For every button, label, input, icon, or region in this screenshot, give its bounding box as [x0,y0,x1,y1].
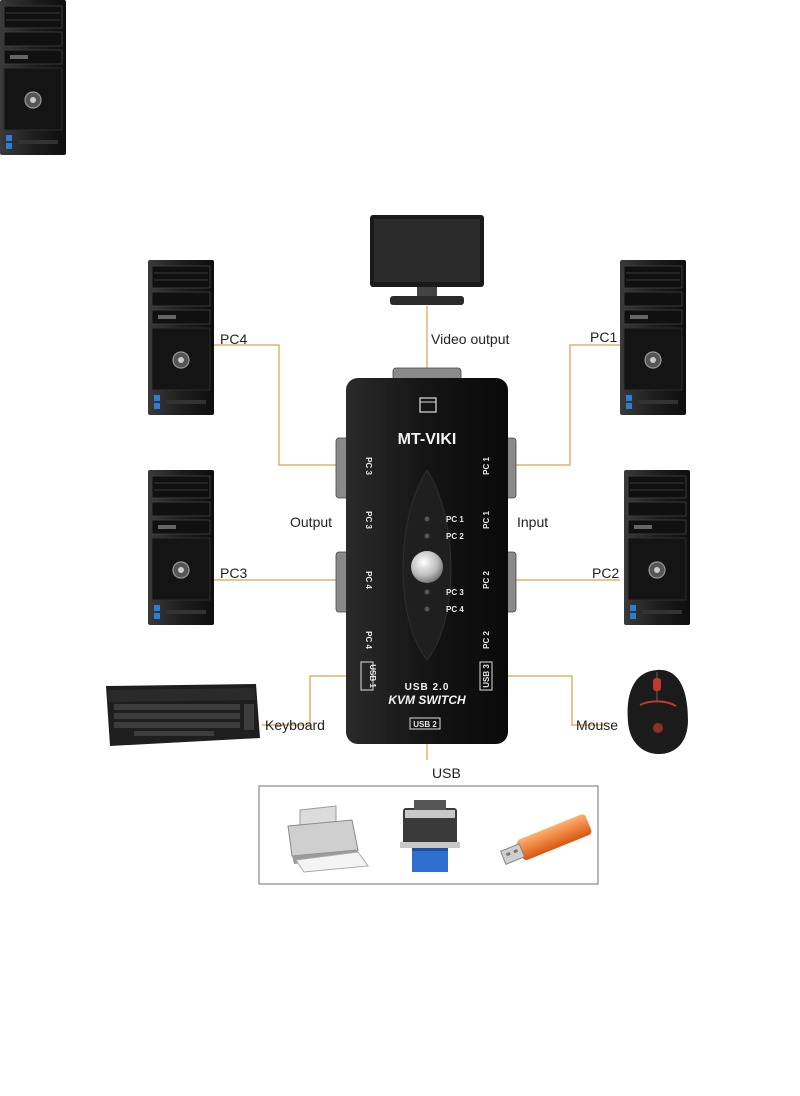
computer-tower-icon [0,0,66,155]
label-keyboard: Keyboard [265,717,325,733]
switch-button[interactable] [411,551,443,583]
port-label-pc3-lower: PC 3 [364,511,373,529]
label-video-output: Video output [431,331,510,347]
led-label-pc3: PC 3 [446,588,464,597]
cable-mouse [500,675,604,726]
label-input: Input [517,514,549,530]
led-label-pc1: PC 1 [446,515,464,524]
port-label-pc3-upper: PC 3 [364,457,373,475]
printer-icon [287,805,369,873]
usb2-port-label: USB 2 [413,720,437,729]
label-pc1: PC1 [590,329,618,345]
device-line2: KVM SWITCH [388,693,466,707]
label-pc4: PC4 [220,331,248,347]
computer-tower-icon [623,469,691,626]
usb3-port-label: USB 3 [482,664,491,688]
computer-tower-icon [147,469,215,626]
device-brand: MT-VIKI [398,431,457,448]
kvm-switch-device [335,367,517,744]
usb-drive-icon [499,814,592,865]
port-label-pc1-lower: PC 1 [482,511,491,529]
monitor-icon [370,215,484,305]
usb1-port-label: USB 1 [368,664,377,688]
device-line1: USB 2.0 [405,682,450,693]
label-usb: USB [432,765,461,781]
label-pc3: PC3 [220,565,248,581]
printer-icon [400,800,460,872]
led-label-pc4: PC 4 [446,605,464,614]
port-label-pc4-lower: PC 4 [364,631,373,649]
port-label-pc2-upper: PC 2 [482,571,491,589]
computer-tower-icon [147,259,215,416]
label-output: Output [290,514,333,530]
cable-pc1 [512,344,620,466]
port-label-pc1-upper: PC 1 [482,457,491,475]
mouse-icon [627,669,688,754]
computer-tower-icon [619,259,687,416]
keyboard-icon [106,684,260,746]
port-label-pc4-upper: PC 4 [364,571,373,589]
cables [214,306,620,760]
cable-keyboard [262,675,352,726]
cable-pc4 [214,344,340,466]
led-label-pc2: PC 2 [446,532,464,541]
port-label-pc2-lower: PC 2 [482,631,491,649]
label-mouse: Mouse [576,717,619,733]
label-pc2: PC2 [592,565,620,581]
